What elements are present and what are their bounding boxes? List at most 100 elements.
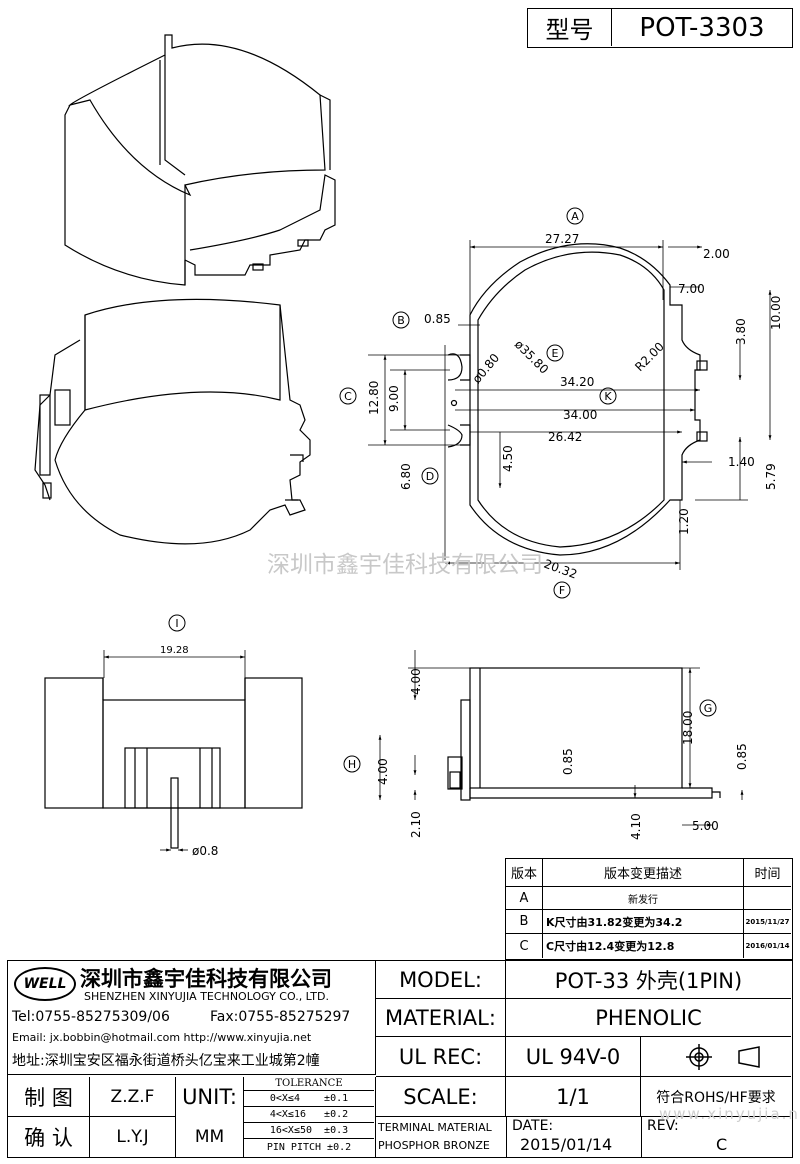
unit-label: UNIT: xyxy=(176,1077,244,1117)
dim-6-80: 6.80 xyxy=(399,463,413,490)
callout-I: I xyxy=(175,617,178,630)
dim-4-00a: 4.00 xyxy=(409,668,423,695)
rev-row-c-date: 2016/01/14 xyxy=(745,942,790,950)
dim-5-79: 5.79 xyxy=(764,463,778,490)
rev-row-a-date xyxy=(744,887,791,910)
tolerance-title: TOLERANCE xyxy=(244,1077,374,1091)
top-view-A xyxy=(447,243,708,556)
dim-0-85b: 0.85 xyxy=(561,748,575,775)
tolerance-row-3: 16<X≤50 ±0.3 xyxy=(244,1123,374,1139)
dim-r2-00: R2.00 xyxy=(632,339,667,374)
date-label: DATE: xyxy=(512,1118,554,1134)
rohs-note: 符合ROHS/HF要求 xyxy=(641,1077,791,1117)
date-cell: DATE: 2015/01/14 xyxy=(506,1117,642,1157)
ulrec-value: UL 94V-0 xyxy=(506,1037,641,1077)
company-name-en: SHENZHEN XINYUJIA TECHNOLOGY CO., LTD. xyxy=(84,990,329,1003)
check-label: 确 认 xyxy=(8,1117,90,1157)
tolerance-row-1: 0<X≤4 ±0.1 xyxy=(244,1091,374,1107)
dim-10-00: 10.00 xyxy=(769,296,783,330)
callout-H: H xyxy=(348,758,356,771)
dim-18-00: 18.00 xyxy=(681,711,695,745)
callout-B: B xyxy=(397,314,405,327)
ulrec-label: UL REC: xyxy=(376,1037,506,1077)
rev-row-c-ver: C xyxy=(506,934,543,958)
dim-12-80: 12.80 xyxy=(367,381,381,415)
watermark-center: 深圳市鑫宇佳科技有限公司 xyxy=(267,552,543,578)
dim-34-20: 34.20 xyxy=(560,375,594,389)
scale-value: 1/1 xyxy=(506,1077,641,1117)
front-view-I xyxy=(44,677,303,849)
company-address: 地址:深圳宝安区福永街道桥头亿宝来工业城第2幢 xyxy=(12,1053,320,1069)
dim-0-85c: 0.85 xyxy=(735,743,749,770)
callout-E: E xyxy=(552,347,559,360)
callout-F: F xyxy=(559,584,565,597)
dim-19-28: 19.28 xyxy=(160,645,189,656)
callout-C: C xyxy=(344,390,352,403)
company-area: WELL 深圳市鑫宇佳科技有限公司 SHENZHEN XINYUJIA TECH… xyxy=(8,961,376,1075)
dim-0-80: ø0.80 xyxy=(470,351,503,386)
tolerance-row-4: PIN PITCH ±0.2 xyxy=(266,1141,352,1153)
dim-0-8: ø0.8 xyxy=(192,844,218,858)
rev-header-desc: 版本变更描述 xyxy=(543,859,744,887)
rev-row-c-desc: C尺寸由12.4变更为12.8 xyxy=(543,934,744,958)
model-header: 型号 POT-3303 xyxy=(527,8,793,48)
rev-value: C xyxy=(716,1135,728,1154)
rev-header-ver: 版本 xyxy=(506,859,543,887)
dim-2-00: 2.00 xyxy=(703,247,730,261)
draw-label: 制 图 xyxy=(8,1077,90,1117)
watermark-corner: www.xinyujia.net xyxy=(659,1105,800,1123)
dim-4-50: 4.50 xyxy=(501,445,515,472)
dim-3-80: 3.80 xyxy=(734,318,748,345)
material-value: PHENOLIC xyxy=(506,999,791,1037)
dim-2-10: 2.10 xyxy=(409,811,423,838)
model-header-value: POT-3303 xyxy=(639,12,765,43)
check-value: L.Y.J xyxy=(90,1117,176,1157)
dim-9-00: 9.00 xyxy=(387,385,401,412)
unit-value: MM xyxy=(176,1117,244,1157)
callout-G: G xyxy=(704,702,713,715)
dim-35-80: ø35.80 xyxy=(512,337,551,376)
model-label: MODEL: xyxy=(376,961,506,999)
first-angle-projection-icon xyxy=(686,1044,760,1070)
rev-row-b-date: 2015/11/27 xyxy=(744,910,791,934)
tolerance-row-2: 4<X≤16 ±0.2 xyxy=(244,1107,374,1123)
company-name-cn: 深圳市鑫宇佳科技有限公司 xyxy=(80,967,332,991)
dim-20-32: 20.32 xyxy=(542,557,579,582)
company-email: Email: jx.bobbin@hotmail.com http://www.… xyxy=(12,1031,312,1044)
dim-1-20: 1.20 xyxy=(677,508,691,535)
dim-4-00b: 4.00 xyxy=(376,758,390,785)
tolerance-table: TOLERANCE 0<X≤4 ±0.1 4<X≤16 ±0.2 16<X≤50… xyxy=(244,1077,376,1157)
title-block: WELL 深圳市鑫宇佳科技有限公司 SHENZHEN XINYUJIA TECH… xyxy=(7,960,800,1158)
dim-1-40: 1.40 xyxy=(728,455,755,469)
callout-D: D xyxy=(426,470,434,483)
scale-label: SCALE: xyxy=(376,1077,506,1117)
rev-row-a-ver: A xyxy=(506,887,543,910)
model-value: POT-33 外壳(1PIN) xyxy=(506,961,791,999)
revision-table: 版本 版本变更描述 时间 A 新发行 B K尺寸由31.82变更为34.2 20… xyxy=(505,858,793,960)
dim-27-27: 27.27 xyxy=(545,232,579,246)
rev-row-a-desc: 新发行 xyxy=(543,887,744,910)
side-view-G xyxy=(447,667,721,801)
rev-label: REV: xyxy=(647,1118,679,1134)
model-header-label: 型号 xyxy=(528,9,612,46)
technical-drawing: A B C D E F G H I J K 27.27 2.00 7.00 10… xyxy=(34,34,783,858)
company-logo: WELL xyxy=(14,967,76,1001)
projection-symbol xyxy=(641,1037,791,1077)
callout-K: K xyxy=(604,390,612,403)
dim-34-00: 34.00 xyxy=(563,408,597,422)
date-value: 2015/01/14 xyxy=(520,1135,613,1154)
dim-4-10: 4.10 xyxy=(629,813,643,840)
company-tel: Tel:0755-85275309/06 xyxy=(12,1009,170,1025)
terminal-material-line2: PHOSPHOR BRONZE xyxy=(378,1139,490,1152)
dim-7-00: 7.00 xyxy=(678,282,705,296)
terminal-material: TERMINAL MATERIAL PHOSPHOR BRONZE xyxy=(376,1117,507,1157)
isometric-view-bottom xyxy=(34,298,311,545)
draw-value: Z.Z.F xyxy=(90,1077,176,1117)
dim-26-42: 26.42 xyxy=(548,430,582,444)
terminal-material-line1: TERMINAL MATERIAL xyxy=(378,1121,492,1134)
rev-header-date: 时间 xyxy=(744,859,791,887)
callout-A: A xyxy=(571,210,579,223)
rev-row-b-ver: B xyxy=(506,910,543,934)
isometric-view-top xyxy=(64,34,336,286)
rev-cell: REV: C www.xinyujia.net xyxy=(641,1105,800,1157)
